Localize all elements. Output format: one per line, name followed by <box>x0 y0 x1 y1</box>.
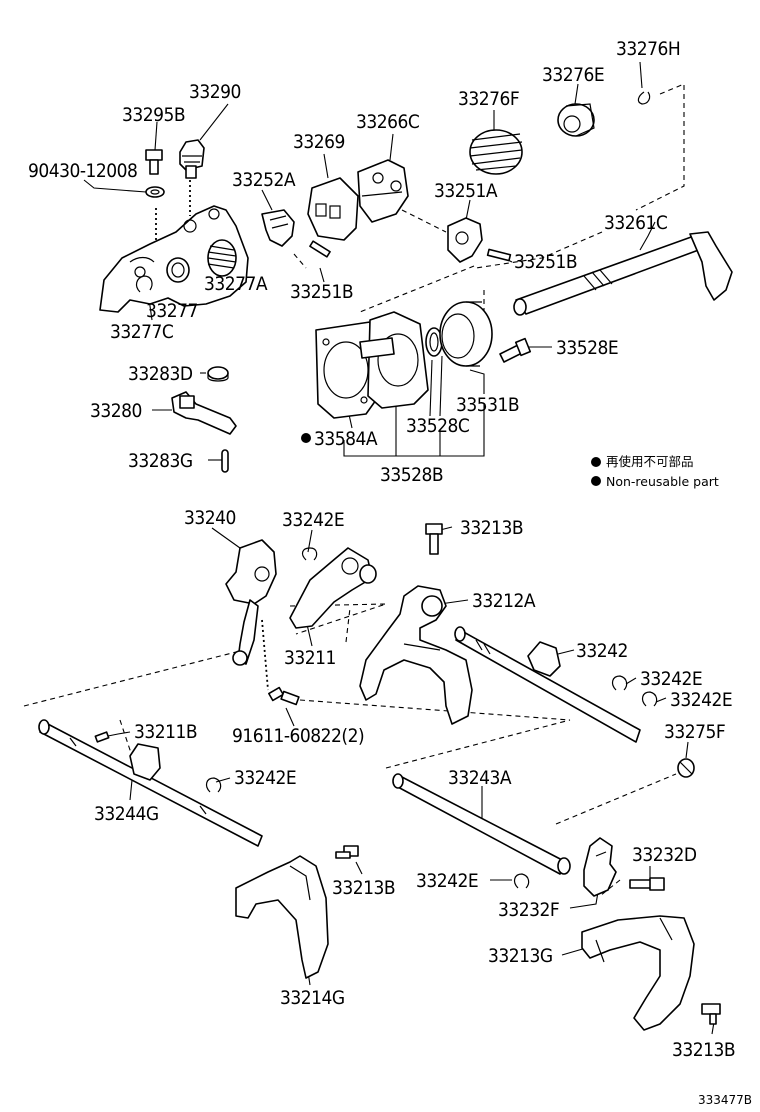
lever-33251A-part <box>447 217 483 263</box>
shaft-33242-part <box>454 626 641 743</box>
label-33244G: 33244G <box>94 803 159 825</box>
housing-33266C-part <box>357 159 409 223</box>
plug-33283D-part <box>207 366 229 382</box>
label-33211B: 33211B <box>134 721 197 743</box>
ring-33277C-part <box>135 275 153 293</box>
label-33232D: 33232D <box>632 844 697 866</box>
label-33242E-b: 33242E <box>640 668 702 690</box>
label-33276H: 33276H <box>616 38 680 60</box>
lever-33211-part <box>289 547 377 629</box>
fork-33213G-part <box>581 915 695 1031</box>
ring-33276H-part <box>637 91 651 105</box>
label-33242: 33242 <box>576 640 628 662</box>
label-90430-12008: 90430-12008 <box>28 160 137 182</box>
label-91611-60822: 91611-60822(2) <box>232 725 364 747</box>
label-33275F: 33275F <box>664 721 725 743</box>
ring-33242E-d-part <box>205 777 222 793</box>
label-33269: 33269 <box>293 131 345 153</box>
label-33251B-left: 33251B <box>290 281 353 303</box>
seal-33531B-part <box>439 301 493 367</box>
bolt-33213B-b-part <box>335 845 359 859</box>
label-33266C: 33266C <box>356 111 420 133</box>
label-33277C: 33277C <box>110 321 174 343</box>
label-33276E: 33276E <box>542 64 604 86</box>
bolt-33528E-part <box>499 337 532 363</box>
label-33232F: 33232F <box>498 899 559 921</box>
label-33211: 33211 <box>284 647 336 669</box>
label-33240: 33240 <box>184 507 236 529</box>
plug-33295B-part <box>145 149 163 175</box>
switch-33290-part <box>179 139 205 179</box>
label-33277: 33277 <box>146 300 198 322</box>
pin-33251B-part <box>309 240 512 262</box>
label-33251A: 33251A <box>434 180 498 202</box>
lever-33252A-part <box>261 209 295 247</box>
label-33276F: 33276F <box>458 88 519 110</box>
label-33242E-d: 33242E <box>234 767 296 789</box>
assembly-lines-lower <box>23 603 677 897</box>
spring-33276F-part <box>469 129 523 175</box>
shaft-33244G-part <box>38 719 263 847</box>
label-33528E: 33528E <box>556 337 618 359</box>
rings-33242E-bc-part <box>611 675 658 707</box>
label-33528C: 33528C <box>406 415 470 437</box>
bolt-33213B-c-part <box>701 1003 721 1025</box>
part-labels: 33276H 33276E 33290 33276F 33295B 33266C… <box>28 38 736 1061</box>
collar-33276E-part <box>557 103 595 137</box>
bolt-33213B-a-part <box>425 523 443 555</box>
fork-33212A-part <box>359 585 473 725</box>
label-33243A: 33243A <box>448 767 512 789</box>
label-33213B-b: 33213B <box>332 877 395 899</box>
bolt-33232D-part <box>629 877 665 891</box>
block-33232F-part <box>583 837 617 897</box>
ring-33242E-e-part <box>513 873 530 889</box>
label-33212A: 33212A <box>472 590 536 612</box>
gasket-90430-part <box>145 186 165 198</box>
spring-33277A-part <box>207 239 237 277</box>
sensor-33280-part <box>171 391 237 435</box>
nonreusable-marker <box>301 433 311 443</box>
legend-dot-jp <box>591 457 601 467</box>
legend-dot-en <box>591 476 601 486</box>
label-33252A: 33252A <box>232 169 296 191</box>
legend-en: Non-reusable part <box>606 474 719 489</box>
label-33213B-a: 33213B <box>460 517 523 539</box>
label-33283G: 33283G <box>128 450 193 472</box>
bolt-91611-part <box>268 686 300 706</box>
label-33214G: 33214G <box>280 987 345 1009</box>
legend-jp: 再使用不可部品 <box>606 454 694 469</box>
ring-33242E-a-part <box>301 547 318 561</box>
label-33277A: 33277A <box>204 273 268 295</box>
plug-33277-part <box>166 257 190 283</box>
label-33531B: 33531B <box>456 394 519 416</box>
label-33213G: 33213G <box>488 945 553 967</box>
retainer-33528B-part <box>359 311 429 409</box>
plug-33275F-part <box>677 758 695 778</box>
label-33290: 33290 <box>189 81 241 103</box>
pin-33211B-part <box>94 731 110 743</box>
label-33261C: 33261C <box>604 212 668 234</box>
label-33584A: 33584A <box>314 428 378 450</box>
shift-lever-33240-part <box>225 539 277 666</box>
label-33242E-a: 33242E <box>282 509 344 531</box>
pin-33283G-part <box>221 449 229 473</box>
shaft-33243A-part <box>392 773 571 875</box>
label-33280: 33280 <box>90 400 142 422</box>
label-33295B: 33295B <box>122 104 185 126</box>
diagram-reference-code: 333477B <box>698 1093 752 1107</box>
label-33251B-right: 33251B <box>514 251 577 273</box>
fork-33214G-part <box>235 855 329 979</box>
shaft-33261C-part <box>513 231 733 316</box>
label-33528B: 33528B <box>380 464 443 486</box>
gasket-33584A-part <box>315 321 377 419</box>
legend: 再使用不可部品 Non-reusable part <box>591 454 719 489</box>
assembly-lines-upper <box>155 83 685 360</box>
label-33213B-c: 33213B <box>672 1039 735 1061</box>
plate-33269-part <box>307 177 359 241</box>
label-33242E-c: 33242E <box>670 689 732 711</box>
label-33242E-e: 33242E <box>416 870 478 892</box>
label-33283D: 33283D <box>128 363 193 385</box>
